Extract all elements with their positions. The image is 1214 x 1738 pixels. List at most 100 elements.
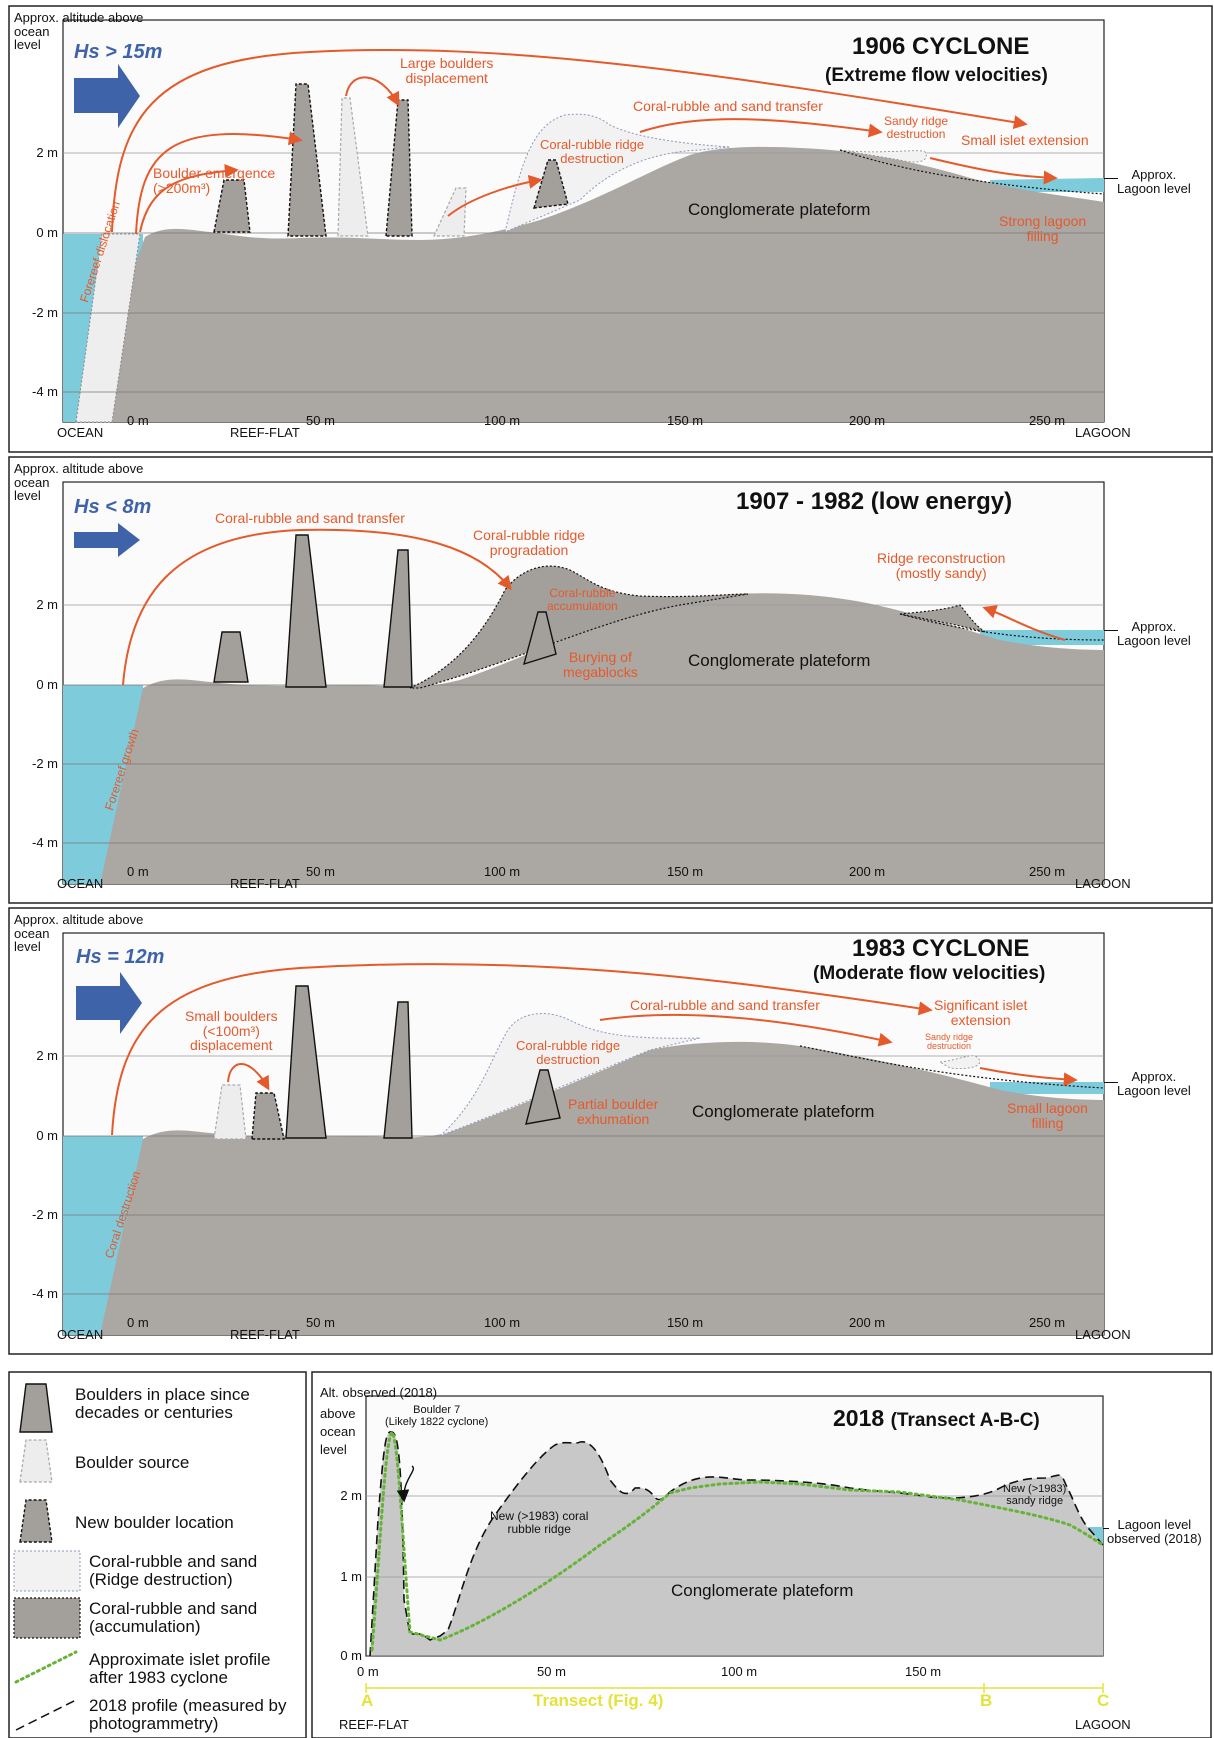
panel-1983: [8, 907, 1213, 1355]
annot-rubble-transfer: Coral-rubble and sand transfer: [630, 997, 820, 1013]
wave-arrow-icon: [74, 523, 140, 557]
x-tick: 50 m: [306, 864, 335, 879]
x-tick: 200 m: [849, 413, 886, 428]
boulder-buried: [522, 611, 557, 666]
panel-subtitle: (Moderate flow velocities): [813, 963, 1046, 984]
reef-flat-label: REEF-FLAT: [339, 1717, 409, 1732]
y-tick: -2 m: [32, 756, 58, 771]
panel-1906: [8, 5, 1213, 453]
panel-1907-1982: [8, 456, 1213, 904]
x-tick: 150 m: [667, 864, 704, 879]
x-tick: 100 m: [484, 864, 521, 879]
flow-arrow-large-boulders: [345, 76, 400, 107]
wave-arrow-icon: [74, 64, 140, 128]
flow-arrow-ridge: [447, 174, 543, 217]
annot-ridge-reconstruction: Ridge reconstruction(mostly sandy): [877, 550, 1006, 581]
x-tick: 50 m: [306, 413, 335, 428]
flow-arrow-islet: [929, 157, 1058, 185]
lagoon-filling-line: [899, 613, 1105, 641]
lagoon-filling-line: [839, 149, 1105, 195]
conglomerate-plateform: [100, 1041, 1104, 1335]
boulder-in-place: [285, 985, 327, 1139]
sandy-ridge-reconstructed: [899, 604, 986, 633]
transect-point-b: B: [980, 1691, 993, 1710]
hs-label: Hs = 12m: [76, 946, 165, 968]
x-tick: 50 m: [537, 1664, 566, 1679]
y-axis-label: Alt. observed (2018): [320, 1385, 438, 1400]
y-tick: 0 m: [340, 1648, 362, 1663]
legend-boulder-source-swatch: [19, 1439, 53, 1483]
new-boulder: [213, 179, 251, 233]
flow-arrow-islet: [979, 1067, 1078, 1087]
panel-subtitle: (Extreme flow velocities): [825, 65, 1048, 86]
lagoon-level-tick: [1104, 630, 1118, 631]
flow-arrow-main: [122, 528, 512, 686]
legend-black-dashed-swatch: [15, 1699, 77, 1731]
plateform-label: Conglomerate plateform: [688, 200, 871, 219]
annot-small-boulders: Small boulders(<100m³)displacement: [185, 1008, 278, 1054]
ocean-label: OCEAN: [57, 425, 104, 440]
x-tick: 100 m: [484, 1315, 521, 1330]
lagoon-label: LAGOON: [1075, 876, 1131, 891]
boulder7-pointer: [396, 1465, 414, 1503]
boulder-in-place: [383, 549, 413, 688]
legend-label-new-boulder: New boulder location: [75, 1513, 234, 1532]
plateform-label: Conglomerate plateform: [692, 1102, 875, 1121]
annot-boulder-emergence: Boulder emergence(>200m³): [153, 165, 276, 196]
legend-label-ridge-destruction: Coral-rubble and sand(Ridge destruction): [89, 1552, 258, 1589]
annot-new-sandy-ridge: New (>1983)sandy ridge: [1003, 1483, 1067, 1507]
x-tick: 200 m: [849, 864, 886, 879]
flow-arrow-emergence: [139, 164, 239, 233]
flow-arrow-main: [111, 49, 1028, 233]
x-tick: 0 m: [127, 413, 149, 428]
annot-rubble-transfer: Coral-rubble and sand transfer: [215, 510, 405, 526]
new-boulder: [251, 1092, 285, 1140]
legend-ridge-destruction-swatch: [13, 1550, 81, 1592]
y-tick: -4 m: [32, 1286, 58, 1301]
flow-arrow-transfer: [599, 1013, 893, 1047]
ocean-label: OCEAN: [57, 1327, 104, 1342]
sandy-ridge-destroyed: [839, 149, 927, 163]
x-tick: 0 m: [127, 1315, 149, 1330]
sandy-ridge-destroyed: [938, 1055, 981, 1069]
lagoon-level-tick: [1104, 178, 1118, 179]
x-tick: 250 m: [1029, 1315, 1066, 1330]
transect-point-a: A: [361, 1691, 374, 1710]
legend-boulder-in-place-swatch: [19, 1383, 53, 1433]
new-boulder: [385, 99, 413, 237]
y-tick: 2 m: [340, 1488, 362, 1503]
legend: [8, 1371, 307, 1738]
x-tick: 100 m: [721, 1664, 758, 1679]
profile-after-1983: [370, 1429, 1105, 1652]
legend-label-boulder-source: Boulder source: [75, 1453, 190, 1472]
lagoon-level-label: Approx.Lagoon level: [1117, 167, 1191, 196]
conglomerate-plateform: [78, 146, 1104, 422]
legend-label-accumulation: Coral-rubble and sand(accumulation): [89, 1599, 258, 1636]
panel-title: 1907 - 1982 (low energy): [736, 488, 1013, 515]
y-tick: 0 m: [36, 225, 58, 240]
flow-arrow-main: [111, 963, 933, 1136]
plateform-label: Conglomerate plateform: [688, 651, 871, 670]
x-tick: 50 m: [306, 1315, 335, 1330]
legend-new-boulder-swatch: [19, 1499, 53, 1543]
flow-arrow-transfer: [639, 118, 883, 138]
x-tick: 250 m: [1029, 413, 1066, 428]
x-tick: 200 m: [849, 1315, 886, 1330]
x-tick: 0 m: [127, 864, 149, 879]
lagoon-level-label: Approx.Lagoon level: [1117, 619, 1191, 648]
